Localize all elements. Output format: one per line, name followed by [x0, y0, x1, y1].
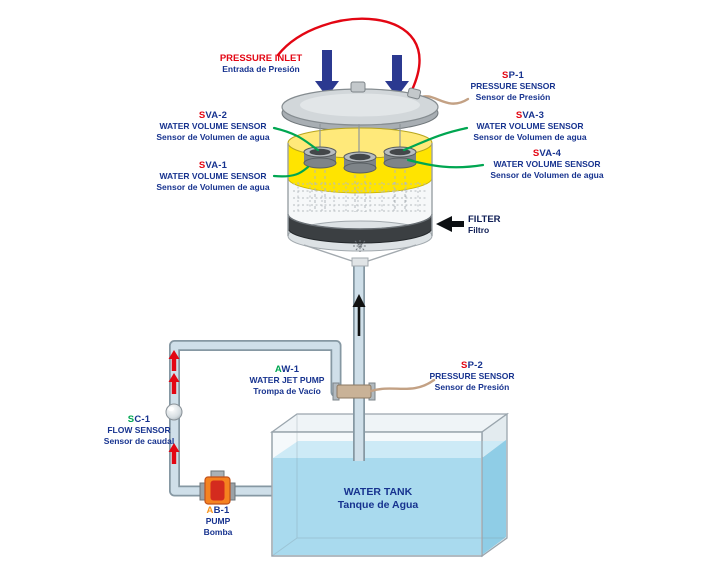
drain-icon	[353, 240, 367, 252]
code-rest: VA-1	[205, 160, 228, 171]
sva3-sensor-line	[402, 126, 469, 152]
upflow-arrow-icon	[352, 294, 366, 336]
code-rest: VA-4	[539, 148, 562, 159]
aw1-code: AW-1	[227, 364, 347, 375]
pressure-inlet-subtitle: Entrada de Presión	[222, 64, 300, 75]
label-pressure-inlet: PRESSURE INLET Entrada de Presión	[182, 53, 340, 75]
code-prefix: S	[502, 70, 509, 81]
label-aw1: AW-1 WATER JET PUMP Trompa de Vacío	[227, 364, 347, 396]
sc1-code: SC-1	[80, 414, 198, 425]
ab1-code: AB-1	[179, 505, 257, 516]
code-rest: P-1	[508, 70, 524, 81]
suction-tubes	[314, 170, 406, 212]
code-prefix: S	[198, 110, 206, 121]
label-sva1: SVA-1 WATER VOLUME SENSOR Sensor de Volu…	[148, 160, 278, 192]
label-sva4: SVA-4 WATER VOLUME SENSOR Sensor de Volu…	[482, 148, 612, 180]
flow-arrow-icon	[168, 373, 180, 394]
pressure-inlet-arrows	[315, 50, 409, 97]
filter-mesh	[293, 182, 427, 212]
water-tank	[269, 412, 510, 558]
down-arrow-icon	[385, 55, 409, 97]
code-rest: VA-3	[522, 110, 545, 121]
label-ab1: AB-1 PUMP Bomba	[179, 505, 257, 537]
flow-direction-arrows	[168, 350, 180, 464]
sp1-code: SP-1	[447, 70, 579, 81]
sp2-sensor-line	[369, 378, 436, 393]
sample-cup	[303, 146, 337, 169]
label-sc1: SC-1 FLOW SENSOR Sensor de caudal	[80, 414, 198, 446]
code-prefix: S	[198, 160, 206, 171]
tank-water	[273, 440, 506, 555]
code-prefix: A	[206, 505, 214, 516]
sample-cup	[383, 146, 417, 169]
code-prefix: S	[127, 414, 135, 425]
vessel-lid	[281, 81, 439, 132]
sample-cup	[343, 151, 377, 174]
sva4-sensor-line	[406, 158, 485, 169]
sva2-sensor-line	[272, 126, 320, 152]
sva1-sensor-line	[272, 165, 310, 178]
filter-pointer-arrow	[436, 216, 464, 232]
pump-device	[199, 470, 236, 505]
sva3-code: SVA-3	[465, 110, 595, 121]
flow-sensor-device	[165, 403, 183, 421]
label-water-tank: WATER TANK Tanque de Agua	[337, 486, 419, 511]
code-prefix: A	[274, 364, 282, 375]
code-rest: P-2	[467, 360, 483, 371]
label-filter: FILTER Filtro	[468, 214, 501, 236]
sva1-code: SVA-1	[148, 160, 278, 171]
label-sva2: SVA-2 WATER VOLUME SENSOR Sensor de Volu…	[148, 110, 278, 142]
code-prefix: S	[515, 110, 523, 121]
code-prefix: S	[532, 148, 540, 159]
code-rest: B-1	[213, 505, 230, 516]
flow-arrow-icon	[168, 350, 180, 371]
code-rest: W-1	[281, 364, 300, 375]
code-rest: C-1	[134, 414, 151, 425]
pressure-inlet-line	[276, 17, 421, 92]
funnel	[303, 244, 417, 267]
code-prefix: S	[461, 360, 468, 371]
label-sp1: SP-1 PRESSURE SENSOR Sensor de Presión	[447, 70, 579, 102]
lid-port	[350, 81, 366, 93]
sva4-code: SVA-4	[482, 148, 612, 159]
flow-arrow-icon	[168, 443, 180, 464]
filter-vessel	[287, 124, 433, 267]
pressure-inlet-title: PRESSURE INLET	[219, 53, 303, 64]
code-rest: VA-2	[205, 110, 228, 121]
down-arrow-icon	[315, 50, 339, 97]
sva2-code: SVA-2	[148, 110, 278, 121]
sp2-code: SP-2	[412, 360, 532, 371]
label-sp2: SP-2 PRESSURE SENSOR Sensor de Presión	[412, 360, 532, 392]
lid-port	[407, 87, 422, 100]
label-sva3: SVA-3 WATER VOLUME SENSOR Sensor de Volu…	[465, 110, 595, 142]
